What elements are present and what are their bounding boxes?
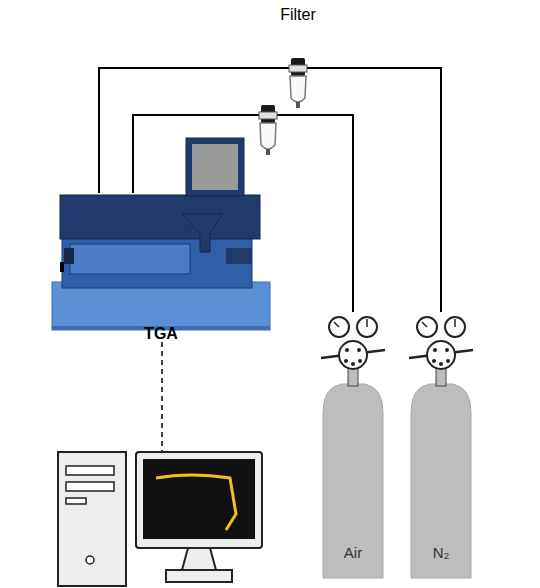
gas-cylinder-node: N₂ <box>406 312 476 580</box>
valve-bolt <box>358 359 362 363</box>
instrument-panel <box>70 244 190 274</box>
pressure-gauge <box>445 317 465 337</box>
filters <box>259 58 307 155</box>
screen-frame <box>186 138 244 196</box>
instrument-base <box>52 282 270 330</box>
instrument-foot <box>60 262 64 272</box>
filter-drain <box>266 149 270 155</box>
regulator-valve <box>427 341 455 369</box>
gas-cylinder <box>409 317 473 578</box>
gauge-needle <box>366 319 368 327</box>
instrument-node: TGA <box>48 193 274 343</box>
valve-bolt <box>445 348 449 352</box>
gauge-needle <box>422 322 427 327</box>
valve-bolt <box>439 362 443 366</box>
filter-bowl <box>260 123 276 149</box>
sample-funnel <box>182 214 222 252</box>
node-label: Air <box>318 544 388 561</box>
tga-instrument <box>52 138 270 330</box>
screen <box>192 144 238 190</box>
node-label: N₂ <box>406 544 476 561</box>
instrument-lower-body <box>62 232 252 288</box>
drive-bay <box>66 482 114 491</box>
pc-tower <box>58 452 126 586</box>
pressure-gauge <box>417 317 437 337</box>
instrument-port <box>226 248 252 264</box>
drive-bay <box>66 466 114 475</box>
power-button <box>86 556 94 564</box>
gas-cylinder <box>321 317 385 578</box>
valve-bolt <box>432 359 436 363</box>
instrument-upper-body <box>60 195 260 239</box>
tga-curve <box>156 475 236 530</box>
gauge-needle <box>454 319 456 327</box>
regulator-valve <box>339 341 367 369</box>
monitor-neck <box>182 548 216 570</box>
gas-filter <box>259 105 277 155</box>
gas-cylinder-node: Air <box>318 312 388 580</box>
filter-head <box>289 65 307 72</box>
filter-bowl <box>290 76 306 102</box>
valve-bolt <box>351 362 355 366</box>
pressure-gauge <box>329 317 349 337</box>
valve-bolt <box>446 359 450 363</box>
monitor-screen <box>143 459 255 539</box>
filter-head <box>259 112 277 119</box>
valve-bolt <box>357 348 361 352</box>
valve-bolt <box>433 348 437 352</box>
instrument-knob <box>64 248 74 264</box>
monitor-stand <box>166 570 232 582</box>
valve-bolt <box>344 359 348 363</box>
part-label: Filter <box>280 6 316 24</box>
data-cable <box>161 342 163 452</box>
gas-cylinders <box>321 317 473 578</box>
filter-drain <box>296 102 300 108</box>
gauge-needle <box>334 322 339 327</box>
valve-bolt <box>345 348 349 352</box>
monitor <box>136 452 262 548</box>
computer <box>58 452 262 586</box>
drive-slot <box>66 498 86 504</box>
gas-filter <box>289 58 307 108</box>
node-label: TGA <box>48 325 274 343</box>
pressure-gauge <box>357 317 377 337</box>
